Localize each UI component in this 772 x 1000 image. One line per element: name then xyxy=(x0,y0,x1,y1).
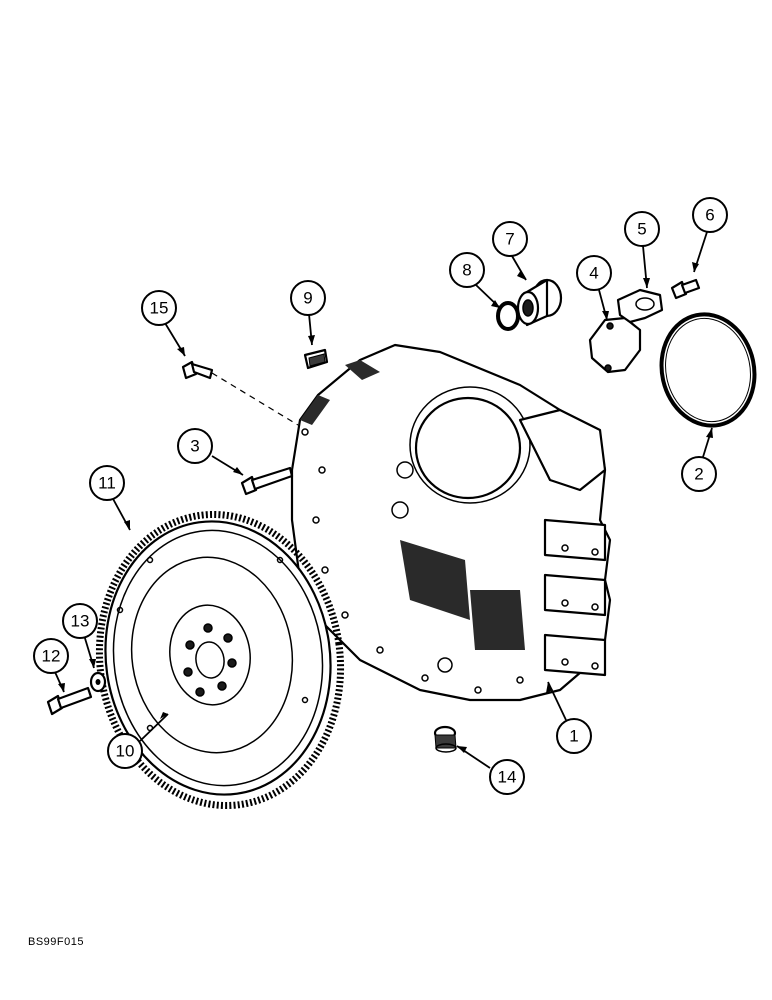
leader-arrowheads xyxy=(58,262,713,753)
callout-5-label: 5 xyxy=(637,220,646,239)
callout-2-label: 2 xyxy=(694,465,703,484)
callout-6: 6 xyxy=(692,197,728,233)
callout-3-label: 3 xyxy=(190,437,199,456)
callout-14-label: 14 xyxy=(498,768,517,787)
callout-10: 10 xyxy=(107,733,143,769)
plug-14 xyxy=(433,725,457,753)
cover-plate xyxy=(588,316,642,374)
callout-8: 8 xyxy=(449,252,485,288)
callout-14: 14 xyxy=(489,759,525,795)
fitting xyxy=(516,278,563,327)
flywheel xyxy=(104,520,332,796)
callout-1-label: 1 xyxy=(569,727,578,746)
bracket xyxy=(616,288,664,324)
plug-9 xyxy=(303,348,329,370)
o-ring xyxy=(659,312,757,428)
callout-12-label: 12 xyxy=(42,647,61,666)
callout-8-label: 8 xyxy=(462,261,471,280)
callout-1: 1 xyxy=(556,718,592,754)
callout-15: 15 xyxy=(141,290,177,326)
cap-screw-3 xyxy=(240,466,294,496)
callout-9-label: 9 xyxy=(303,289,312,308)
callout-11: 11 xyxy=(89,465,125,501)
callout-10-label: 10 xyxy=(116,742,135,761)
ring-gear xyxy=(95,510,345,810)
figure-code: BS99F015 xyxy=(28,936,84,948)
callout-13-label: 13 xyxy=(71,612,90,631)
cap-screw-6 xyxy=(670,278,701,300)
seal-ring xyxy=(496,301,520,331)
alignment-line xyxy=(211,372,299,426)
callout-13: 13 xyxy=(62,603,98,639)
callout-7: 7 xyxy=(492,221,528,257)
callout-4: 4 xyxy=(576,255,612,291)
callout-2: 2 xyxy=(681,456,717,492)
cap-screw-15 xyxy=(181,360,214,380)
callout-4-label: 4 xyxy=(589,264,598,283)
callout-6-label: 6 xyxy=(705,206,714,225)
callout-12: 12 xyxy=(33,638,69,674)
bolt-12 xyxy=(46,686,93,716)
callout-5: 5 xyxy=(624,211,660,247)
flywheel-housing xyxy=(290,343,612,702)
callout-15-label: 15 xyxy=(150,299,169,318)
callout-7-label: 7 xyxy=(505,230,514,249)
callout-9: 9 xyxy=(290,280,326,316)
callout-11-label: 11 xyxy=(98,474,116,493)
callout-3: 3 xyxy=(177,428,213,464)
